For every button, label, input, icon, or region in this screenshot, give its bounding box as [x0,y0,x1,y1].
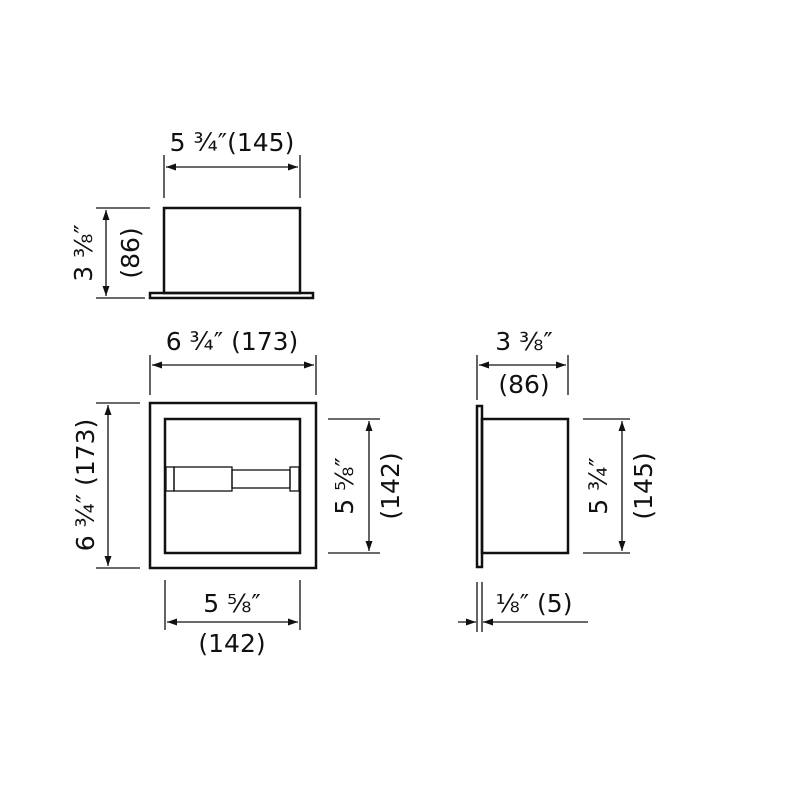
side-body [480,417,570,555]
toilet-paper-roller [165,466,300,492]
side-height-in-label: 5 ¾″ [584,457,613,514]
inner-height-mm-label: (142) [376,452,405,519]
top-height-mm-label: (86) [116,227,145,278]
side-view: 3 ⅜″ (86) 5 ¾″ (145) ⅛″ (5) [458,327,658,632]
front-height-label: 6 ¾″ (173) [71,419,100,552]
front-view: 6 ¾″ (173) 6 ¾″ (173) 5 ⅝″ (142) 5 ⅝″ (1… [71,327,405,658]
inner-height-in-label: 5 ⅝″ [330,457,359,514]
top-view-body [162,206,302,295]
top-view: 5 ¾″(145) 3 ⅜″ (86) [69,128,315,300]
front-outer-frame [148,401,318,570]
top-width-label: 5 ¾″(145) [170,128,295,157]
inner-width-in-label: 5 ⅝″ [203,589,260,618]
flange-thickness-label: ⅛″ (5) [496,589,573,618]
front-inner-recess [163,417,302,555]
top-height-in-label: 3 ⅜″ [69,224,98,281]
front-width-label: 6 ¾″ (173) [166,327,299,356]
top-view-flange [148,291,315,300]
side-depth-mm-label: (86) [498,370,549,399]
inner-width-mm-label: (142) [198,629,265,658]
side-depth-in-label: 3 ⅜″ [495,327,552,356]
side-height-mm-label: (145) [629,452,658,519]
